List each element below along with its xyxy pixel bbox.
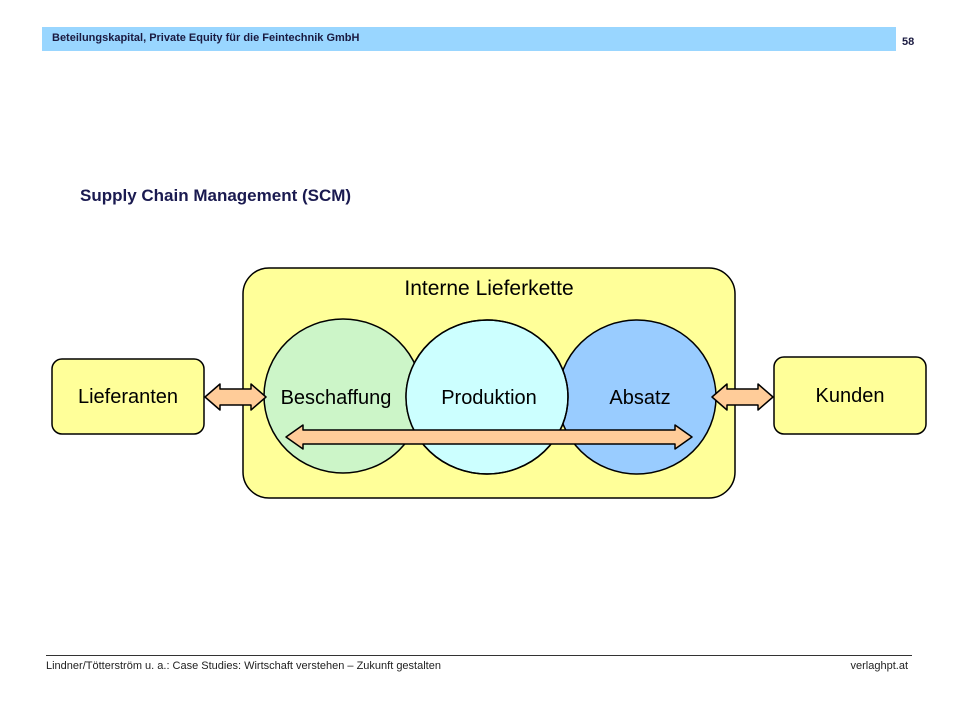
header-title: Beteilungskapital, Private Equity für di… — [52, 32, 360, 44]
page-number: 58 — [902, 36, 915, 48]
customers-label: Kunden — [816, 385, 885, 407]
footer-citation: Lindner/Tötterström u. a.: Case Studies:… — [46, 660, 441, 672]
label-absatz: Absatz — [609, 387, 670, 409]
suppliers-label: Lieferanten — [78, 386, 178, 408]
customers-connector-arrow — [711, 383, 774, 411]
suppliers-connector-arrow — [204, 383, 267, 411]
container-label: Interne Lieferkette — [404, 277, 573, 300]
internal-flow-arrow — [285, 424, 693, 450]
circle-produktion-outline — [405, 319, 569, 475]
label-produktion: Produktion — [441, 387, 537, 409]
label-beschaffung: Beschaffung — [281, 387, 392, 409]
section-title: Supply Chain Management (SCM) — [80, 186, 352, 205]
footer-publisher: verlaghpt.at — [850, 660, 908, 672]
footer-divider — [46, 655, 912, 656]
header-bar: Beteilungskapital, Private Equity für di… — [42, 27, 896, 51]
customers-box — [773, 356, 927, 435]
suppliers-box — [51, 358, 205, 435]
